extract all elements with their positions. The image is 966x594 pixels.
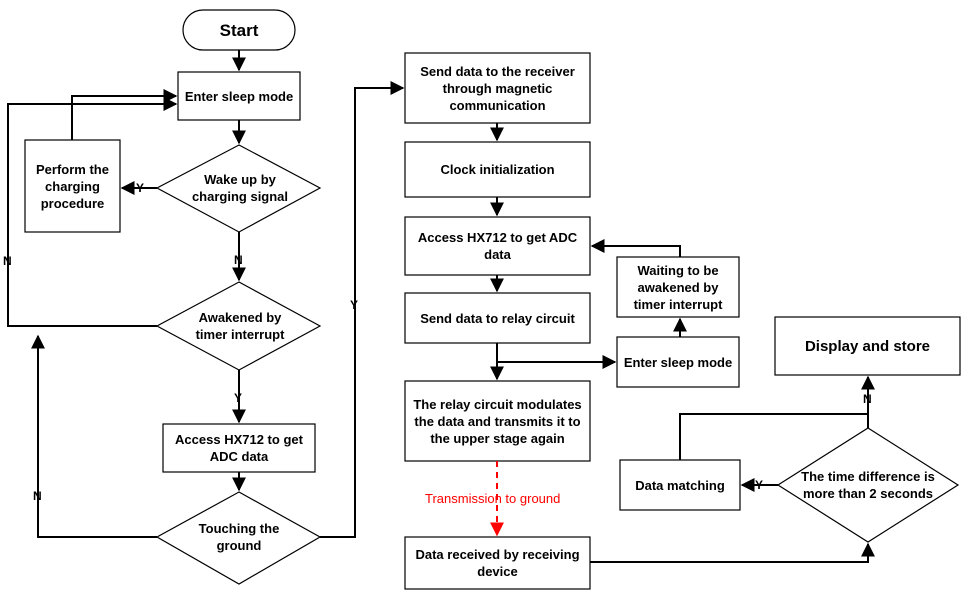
display-store-box bbox=[774, 316, 961, 376]
enter-sleep-box-2 bbox=[616, 336, 740, 388]
access-hx712-box-1 bbox=[162, 423, 316, 473]
label-n-touch: N bbox=[33, 489, 42, 503]
label-transmission: Transmission to ground bbox=[425, 491, 561, 506]
enter-sleep-box-1 bbox=[177, 71, 301, 121]
touching-ground-diamond bbox=[155, 491, 322, 585]
send-relay-box bbox=[404, 292, 591, 344]
clock-init-label: Clock initialization bbox=[440, 162, 555, 177]
waiting-timer-label: Waiting to be awakened by timer interrup… bbox=[633, 262, 723, 312]
display-store-label: Display and store bbox=[804, 337, 931, 355]
arrow-matching-to-display bbox=[679, 413, 868, 460]
start-label: Start bbox=[219, 20, 259, 40]
arrow-waiting-to-access bbox=[590, 239, 681, 257]
enter-sleep-label-2: Enter sleep mode bbox=[623, 354, 733, 370]
access-hx712-label-2: Access HX712 to get ADC data bbox=[417, 230, 578, 262]
label-n-time: N bbox=[863, 392, 872, 406]
arrow-relay-to-sleep2 bbox=[496, 343, 617, 369]
time-difference-diamond bbox=[776, 427, 960, 543]
arrow-received-to-time bbox=[590, 542, 875, 563]
arrow-timer-no-loop bbox=[7, 97, 178, 327]
label-y-touch: Y bbox=[350, 298, 359, 312]
arrow-charging-back-to-sleep bbox=[71, 89, 178, 140]
touching-ground-label: Touching the ground bbox=[198, 521, 280, 553]
perform-charging-label: Perform the charging procedure bbox=[36, 161, 109, 211]
label-n-timer-loop: N bbox=[3, 254, 12, 268]
label-n-charging: N bbox=[234, 253, 243, 267]
access-hx712-box-2 bbox=[404, 216, 591, 276]
label-y-time: Y bbox=[755, 478, 764, 492]
relay-modulates-box bbox=[404, 380, 591, 462]
enter-sleep-label-1: Enter sleep mode bbox=[184, 88, 294, 104]
arrow-touch-yes bbox=[320, 81, 405, 538]
time-difference-label: The time difference is more than 2 secon… bbox=[801, 469, 935, 501]
data-matching-label: Data matching bbox=[635, 477, 725, 493]
arrow-touch-no-loop bbox=[31, 334, 157, 538]
label-y-charging: Y bbox=[136, 181, 145, 195]
wake-charging-label: Wake up by charging signal bbox=[191, 172, 289, 204]
send-magnetic-label: Send data to the receiver through magnet… bbox=[420, 63, 575, 113]
label-y-timer: Y bbox=[234, 391, 243, 405]
access-hx712-label-1: Access HX712 to get ADC data bbox=[175, 432, 303, 464]
waiting-timer-box bbox=[616, 256, 740, 318]
awakened-timer-label: Awakened by timer interrupt bbox=[195, 310, 285, 342]
relay-modulates-label: The relay circuit modulates the data and… bbox=[413, 396, 582, 446]
data-received-box bbox=[404, 536, 591, 590]
data-received-label: Data received by receiving device bbox=[415, 547, 580, 579]
send-relay-label: Send data to relay circuit bbox=[420, 310, 575, 326]
